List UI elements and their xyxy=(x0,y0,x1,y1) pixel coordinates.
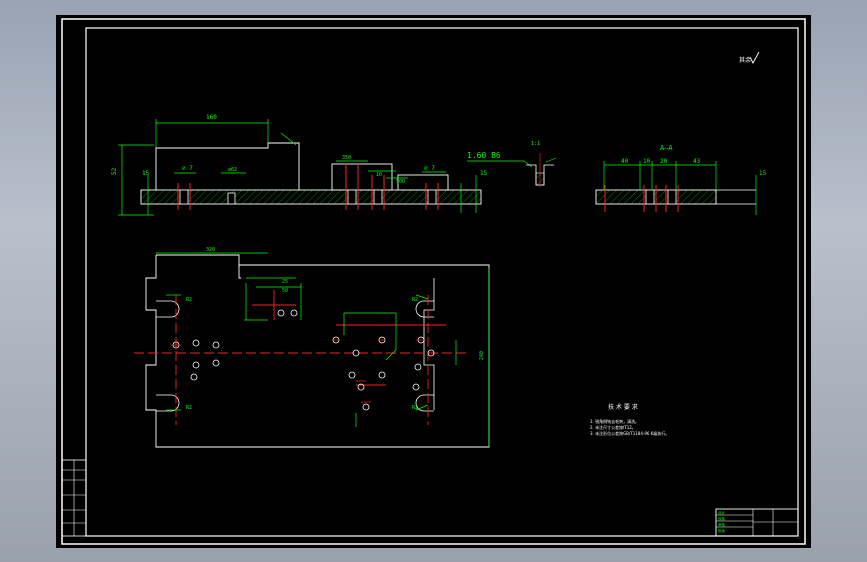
dim-mid: 10 xyxy=(376,172,382,178)
plan-radius-1: R2 xyxy=(186,405,192,411)
tech-req-item-0: 1. 锐角倒钝去毛刺，清洗。 xyxy=(590,418,639,424)
dim-step: 350 xyxy=(342,155,351,161)
plan-dim-pocket: 25 xyxy=(282,279,288,285)
section-thickness: 15 xyxy=(759,170,767,177)
section-label: A—A xyxy=(660,144,673,152)
section-dim-2: 20 xyxy=(660,158,668,165)
plan-radius-0: R2 xyxy=(186,297,192,303)
plan-dim-top-width: 320 xyxy=(206,247,215,253)
dim-height: 52 xyxy=(111,167,118,175)
detail-label: 1:1 xyxy=(531,141,540,147)
title-cell-0: 设计 xyxy=(718,510,726,515)
section-view-aa: A—A 40 10 20 43 15 xyxy=(595,144,767,215)
plan-view: 320 25 50 240 R2 R2 R2 R2 xyxy=(134,247,490,448)
tech-req-item-2: 3. 未注形位公差按GB/T1184-96 K级执行。 xyxy=(590,430,669,436)
dim-hole-left: ⌀ 7 xyxy=(182,165,193,172)
dim-thickness-left: 15 xyxy=(142,170,150,177)
section-dim-3: 43 xyxy=(693,158,701,165)
dim-thickness-right: 15 xyxy=(480,170,488,177)
title-cell-1: 校核 xyxy=(718,516,726,521)
tech-req-title: 技 术 要 求 xyxy=(608,403,638,411)
cad-drawing: 其余 xyxy=(61,18,806,545)
title-cell-2: 审核 xyxy=(718,522,726,527)
section-dim-0: 40 xyxy=(621,158,629,165)
dim-hole-right: ⌀ 7 xyxy=(424,165,435,172)
title-block: 设计 校核 审核 批准 xyxy=(715,508,799,537)
tech-req-item-1: 2. 未注尺寸公差按IT12。 xyxy=(590,424,636,430)
callout-text: 1.60 B6 xyxy=(467,151,501,160)
front-view: 160 52 15 ⌀ 7 ⌀62 350 10 500 ⌀ 7 15 1.60… xyxy=(111,114,533,216)
detail-view: 1:1 xyxy=(526,141,557,187)
section-dim-1: 10 xyxy=(643,158,651,165)
sheet-outer-border xyxy=(61,18,806,545)
dim-overall-length: 160 xyxy=(206,114,217,121)
surface-finish-symbol: 其余 xyxy=(739,51,760,64)
sheet-inner-border xyxy=(85,27,799,537)
plan-dim-pocket2: 50 xyxy=(282,288,288,294)
plan-radius-2: R2 xyxy=(412,297,418,303)
plan-radius-3: R2 xyxy=(412,405,418,411)
cad-viewport[interactable]: 其余 xyxy=(56,15,811,548)
dim-slot: ⌀62 xyxy=(228,167,237,173)
technical-requirements: 技 术 要 求 1. 锐角倒钝去毛刺，清洗。 2. 未注尺寸公差按IT12。 3… xyxy=(590,403,669,436)
binding-strip xyxy=(61,459,87,537)
dim-mid2: 500 xyxy=(396,179,405,185)
surface-finish-note: 其余 xyxy=(739,56,751,64)
title-cell-3: 批准 xyxy=(718,528,726,533)
plan-dim-right-height: 240 xyxy=(479,351,485,360)
